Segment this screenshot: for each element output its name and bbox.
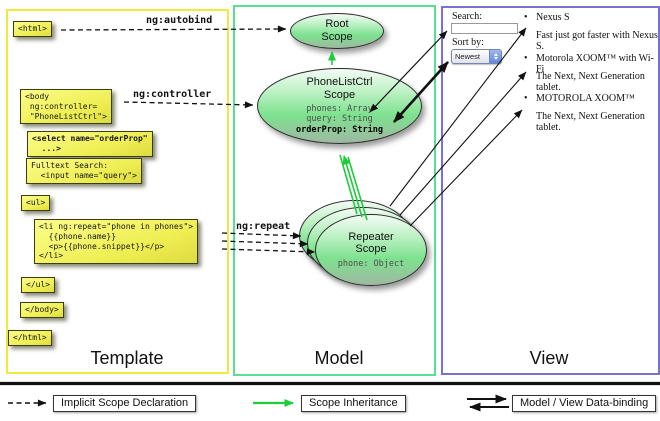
code-line: </html> (13, 333, 47, 342)
code-line: <input name="query"> (31, 170, 137, 180)
sort-dropdown-value: Newest (455, 52, 481, 61)
code-line: </li> (39, 251, 64, 261)
repeater-prop-phone: phone: Object (337, 258, 405, 269)
code-box-ul-open: <ul> (21, 195, 51, 211)
sort-dropdown[interactable]: Newest (451, 49, 502, 64)
code-box-ul-close: </ul> (21, 277, 56, 293)
repeater-title-line2: Scope (355, 243, 387, 256)
code-line: Fulltext Search: (31, 161, 109, 170)
phonelistctrl-prop-query: query: String (306, 114, 373, 125)
root-scope-line2: Scope (321, 31, 353, 43)
view-column-label: View (529, 348, 569, 368)
root-scope-line1: Root (325, 18, 349, 31)
code-line: {{phone.name}} (39, 231, 117, 241)
phone-item-title: MOTOROLA XOOM™ (536, 93, 635, 104)
repeater-title-line1: Repeater (348, 230, 394, 243)
ng-autobind-label: ng:autobind (146, 15, 213, 26)
code-box-html-close: </html> (8, 330, 52, 346)
legend-scope-inheritance: Scope Inheritance (301, 395, 406, 412)
code-line: <ul> (26, 198, 46, 207)
code-box-li-repeat: <li ng:repeat="phone in phones"> {{phone… (34, 219, 199, 264)
bullet-icon: • (524, 12, 528, 23)
template-column (6, 9, 229, 374)
code-html-open-text: <html> (18, 24, 47, 33)
legend-implicit-scope-declaration: Implicit Scope Declaration (53, 395, 197, 412)
search-input[interactable] (451, 23, 518, 34)
phonelistctrl-prop-phones: phones: Array (306, 103, 373, 114)
phone-item-desc: Fast just got faster with Nexus S. (536, 30, 658, 52)
search-label: Search: (452, 11, 482, 22)
code-line: </ul> (26, 280, 51, 289)
ng-controller-label: ng:controller (133, 89, 212, 100)
phone-item-title: Motorola XOOM™ with Wi-Fi (536, 53, 654, 75)
code-line: <li ng:repeat="phone in phones"> (39, 222, 194, 231)
template-column-label: Template (90, 348, 164, 368)
code-line: ...> (32, 143, 61, 153)
code-line: </body> (25, 305, 59, 314)
code-box-select: <select name="orderProp" ...> (27, 131, 153, 157)
code-line: <p>{{phone.snippet}}</p> (39, 241, 165, 251)
legend-model-view-databinding: Model / View Data-binding (512, 395, 657, 412)
phonelistctrl-prop-orderprop: orderProp: String (296, 124, 383, 135)
code-box-fulltext: Fulltext Search: <input name="query"> (26, 158, 142, 184)
code-line: "PhoneListCtrl"> (25, 111, 107, 121)
dropdown-stepper-icon (489, 50, 501, 63)
phone-item-desc: The Next, Next Generation tablet. (536, 111, 645, 133)
code-box-html-open: <html> (13, 21, 52, 37)
phonelistctrl-title-line2: Scope (323, 89, 356, 102)
sort-by-label: Sort by: (452, 37, 484, 48)
code-box-body-close: </body> (20, 302, 64, 318)
phone-item-title: Nexus S (536, 12, 570, 23)
bullet-icon: • (524, 93, 528, 104)
code-line: <body (25, 92, 50, 101)
code-line: ng:controller= (25, 101, 98, 111)
model-column-label: Model (314, 348, 364, 368)
phonelistctrl-title-line1: PhoneListCtrl (306, 76, 373, 89)
bullet-icon: • (524, 53, 528, 64)
code-line: <select name="orderProp" (32, 134, 148, 143)
model-column (233, 5, 436, 376)
code-box-body-open: <body ng:controller= "PhoneListCtrl"> (20, 89, 112, 125)
ng-repeat-label: ng:repeat (236, 221, 291, 232)
phone-item-desc: The Next, Next Generation tablet. (536, 71, 645, 93)
